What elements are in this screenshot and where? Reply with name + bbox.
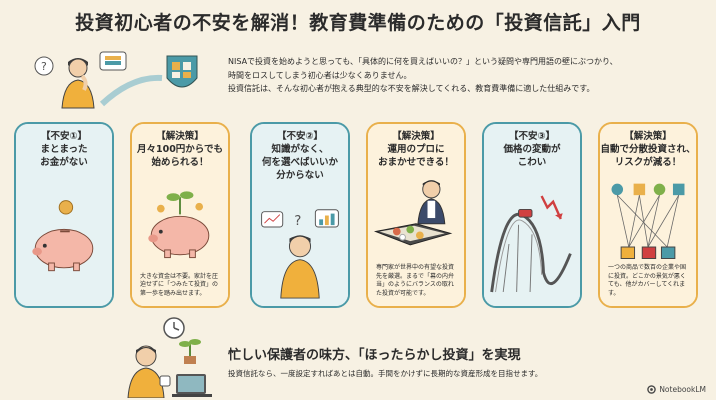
stage-title: まとまった お金がない (40, 144, 88, 168)
stage-title: 運用のプロに おまかせできる！ (378, 144, 454, 168)
diversification-network-icon (611, 183, 685, 259)
relaxing-parent-illustration (127, 317, 212, 398)
intro-line-2: 時間をロスしてしまう初心者は少なくありません。 (228, 70, 412, 80)
bottom-title: 忙しい保護者の味方、「ほったらかし投資」を実現 (228, 348, 521, 363)
notebooklm-logo-icon (647, 385, 657, 394)
svg-text:?: ? (294, 214, 301, 229)
stage-heading: 【解決策】 運用のプロに おまかせできる！ (368, 130, 464, 169)
page-title: 投資初心者の不安を解消！教育費準備のための「投資信託」入門 (75, 12, 641, 34)
stage-title: 価格の変動が こわい (503, 144, 561, 168)
stage-solution-1: 【解決策】 月々100円からでも 始められる！ 大きな資金は不要。家計を圧迫せず… (130, 122, 230, 308)
stage-solution-3: 【解決策】 自動で分散投資され、 リスクが減る！ 一つの商品で数百の企業や国に投… (598, 122, 698, 308)
stage-description: 専門家が世界中の有望な投資先を厳選。まるで「幕の内弁当」のようにバランスの取れた… (376, 264, 455, 297)
stage-problem-2: 【不安②】 知識がなく、 何を選べばいいか 分からない ? (250, 122, 350, 308)
stage-heading: 【不安①】 まとまった お金がない (16, 130, 112, 169)
piggy-bank-sad-icon (32, 200, 94, 272)
stage-heading: 【解決策】 月々100円からでも 始められる！ (132, 130, 228, 169)
stage-tag: 【不安②】 (276, 131, 324, 142)
intro-illustration: ? (34, 51, 198, 109)
stage-solution-2: 【解決策】 運用のプロに おまかせできる！ 専門家が世界中の有望な投資先を厳選。… (366, 122, 466, 308)
stage-description: 一つの商品で数百の企業や国に投資。どこかの景気が悪くても、他がカバーしてくれます… (608, 264, 687, 297)
brand-name: NotebookLM (659, 385, 706, 394)
intro-text: NISAで投資を始めようと思っても、「具体的に何を買えばいいの？」という疑問や専… (228, 56, 698, 97)
stage-problem-3: 【不安③】 価格の変動が こわい (482, 122, 582, 308)
bottom-description: 投資信託なら、一度設定すればあとは自動。手間をかけずに長期的な資産形成を目指せま… (228, 369, 543, 378)
stage-tag: 【解決策】 (156, 131, 204, 142)
stage-heading: 【不安②】 知識がなく、 何を選べばいいか 分からない (252, 130, 348, 182)
confused-person-icon: ? (261, 209, 339, 299)
svg-text:?: ? (41, 60, 47, 73)
stage-description: 大きな資金は不要。家計を圧迫せずに「つみたて投資」の第一歩を踏み出せます。 (140, 272, 219, 297)
roller-coaster-icon (490, 195, 572, 293)
stage-title: 知識がなく、 何を選べばいいか 分からない (261, 144, 338, 181)
stage-problem-1: 【不安①】 まとまった お金がない (14, 122, 114, 308)
stage-heading: 【不安③】 価格の変動が こわい (484, 130, 580, 169)
brand-badge: NotebookLM (647, 385, 706, 394)
intro-line-3: 投資信託は、そんな初心者が抱える典型的な不安を解決してくれる、教育費準備に適した… (228, 84, 595, 93)
stage-title: 自動で分散投資され、 リスクが減る！ (600, 144, 696, 168)
stage-tag: 【不安③】 (508, 131, 556, 142)
piggy-bank-sprout-icon (148, 191, 210, 259)
bento-box-icon (373, 180, 453, 246)
stage-tag: 【解決策】 (392, 131, 440, 142)
intro-line-1: NISAで投資を始めようと思っても、「具体的に何を買えばいいの？」という疑問や専… (228, 57, 618, 66)
stage-tag: 【解決策】 (624, 131, 672, 142)
stage-title: 月々100円からでも 始められる！ (136, 144, 224, 168)
stage-heading: 【解決策】 自動で分散投資され、 リスクが減る！ (600, 130, 696, 169)
stage-tag: 【不安①】 (40, 131, 88, 142)
